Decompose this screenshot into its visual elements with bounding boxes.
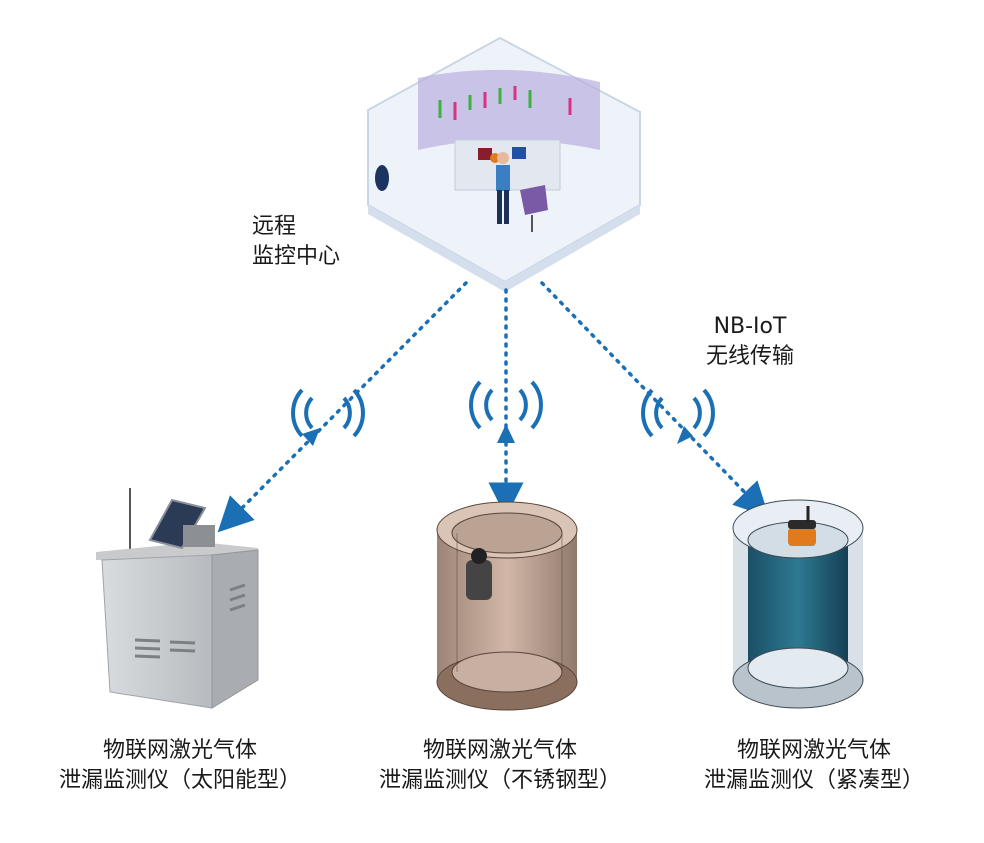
center-label-line2: 监控中心: [252, 244, 341, 269]
monitoring-center-illustration: [367, 36, 641, 292]
device-label-line1: 物联网激光气体: [422, 738, 577, 763]
device-label-line2: 泄漏监测仪（太阳能型）: [58, 768, 301, 793]
device-label-line1: 物联网激光气体: [736, 738, 891, 763]
compact-cylinder-device: [732, 499, 864, 709]
center-label: 远程 监控中心: [252, 212, 340, 272]
transmission-label: NB-IoT 无线传输: [706, 312, 794, 372]
arrowhead-right: [677, 426, 693, 444]
stainless-cylinder-device: [436, 501, 578, 711]
arrowhead-left: [302, 428, 320, 446]
device-label-solar: 物联网激光气体 泄漏监测仪（太阳能型）: [20, 736, 340, 796]
device-label-line2: 泄漏监测仪（紧凑型）: [703, 768, 924, 793]
arrowhead-center: [497, 424, 515, 443]
signal-icon-left: [291, 388, 365, 438]
signal-icon-center: [469, 380, 543, 430]
device-label-compact: 物联网激光气体 泄漏监测仪（紧凑型）: [664, 736, 964, 796]
device-label-stainless: 物联网激光气体 泄漏监测仪（不锈钢型）: [340, 736, 660, 796]
transmission-label-line1: NB-IoT: [713, 314, 787, 339]
device-label-line2: 泄漏监测仪（不锈钢型）: [378, 768, 621, 793]
transmission-label-line2: 无线传输: [706, 344, 795, 369]
arrowheads: [302, 424, 693, 446]
solar-cabinet-device: [96, 488, 259, 709]
center-label-line1: 远程: [252, 214, 297, 239]
signal-icon-right: [641, 388, 715, 438]
device-label-line1: 物联网激光气体: [102, 738, 257, 763]
link-left: [217, 281, 468, 533]
